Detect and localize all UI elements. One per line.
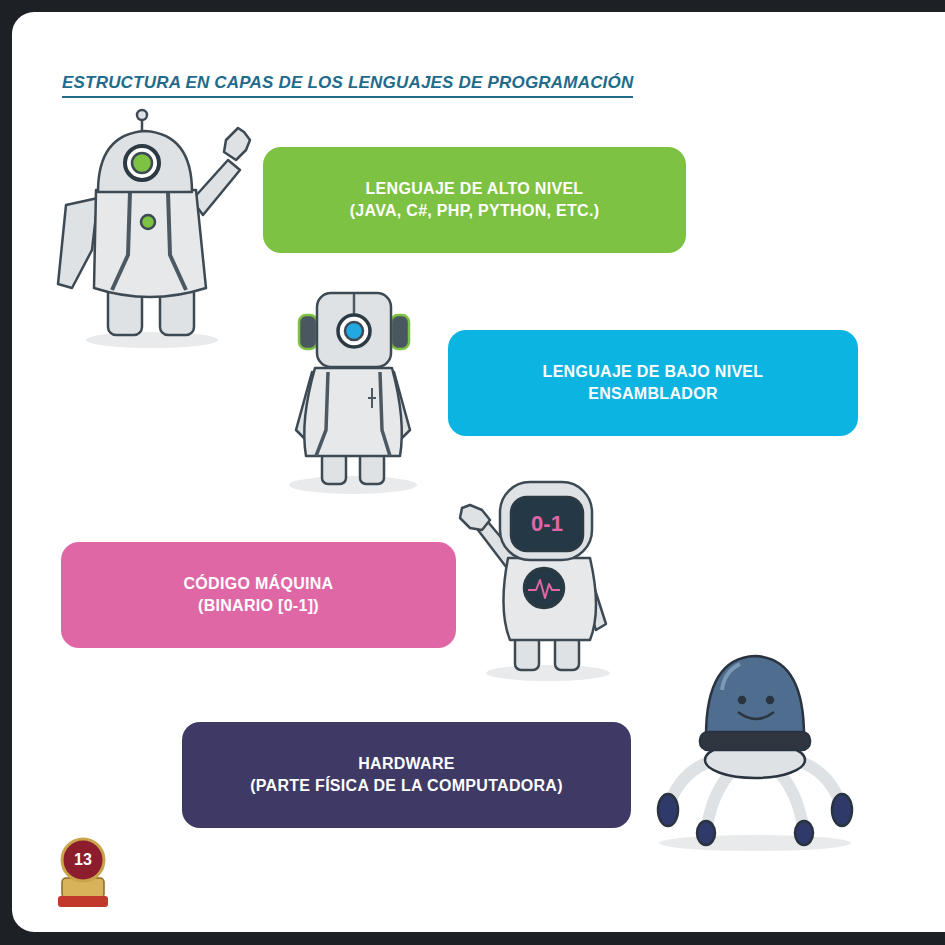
body-line <box>368 388 376 408</box>
robot-hardware <box>658 656 852 851</box>
layer-text: LENGUAJE DE BAJO NIVEL ENSAMBLADOR <box>543 361 764 404</box>
visor-label: 0-1 <box>531 511 563 537</box>
dome-shine <box>722 664 740 690</box>
headphone <box>391 315 409 349</box>
head-line <box>353 294 356 314</box>
helmet <box>500 482 592 560</box>
robot-low-level <box>289 293 417 494</box>
title: ESTRUCTURA EN CAPAS DE LOS LENGUAJES DE … <box>62 73 633 98</box>
foot <box>795 821 813 845</box>
arm <box>192 160 240 215</box>
text-line: ENSAMBLADOR <box>588 385 718 402</box>
body-line <box>112 192 186 290</box>
hand <box>224 128 250 160</box>
layer-text: CÓDIGO MÁQUINA (BINARIO [0-1]) <box>184 573 334 616</box>
chest-screen <box>524 568 564 608</box>
card <box>12 12 945 932</box>
layer-box: LENGUAJE DE BAJO NIVEL ENSAMBLADOR <box>448 330 858 436</box>
layer-text: LENGUAJE DE ALTO NIVEL (JAVA, C#, PHP, P… <box>350 178 600 221</box>
text-line: LENGUAJE DE BAJO NIVEL <box>543 363 764 380</box>
text-line: (JAVA, C#, PHP, PYTHON, ETC.) <box>350 202 600 219</box>
antenna-tip <box>137 110 147 120</box>
text-line: (BINARIO [0-1]) <box>198 597 319 614</box>
robot-high-level <box>58 110 250 348</box>
layer-box: LENGUAJE DE ALTO NIVEL (JAVA, C#, PHP, P… <box>263 147 686 253</box>
foot <box>658 794 678 826</box>
headphone <box>299 315 317 349</box>
hand <box>460 505 490 530</box>
layer-box: CÓDIGO MÁQUINA (BINARIO [0-1]) <box>61 542 456 648</box>
foot <box>832 794 852 826</box>
smile <box>738 712 774 719</box>
button <box>141 215 155 229</box>
pulse-line <box>528 580 560 598</box>
body <box>304 368 402 456</box>
head <box>317 293 391 367</box>
eye <box>739 697 745 703</box>
logo <box>58 839 108 907</box>
shadow <box>486 665 610 681</box>
foot <box>697 821 715 845</box>
eye <box>125 146 159 180</box>
text-line: (PARTE FÍSICA DE LA COMPUTADORA) <box>250 777 563 794</box>
robot-machine-code <box>460 482 610 681</box>
arm <box>58 198 98 288</box>
text-line: CÓDIGO MÁQUINA <box>184 575 334 592</box>
head <box>98 131 192 192</box>
dome <box>706 656 804 736</box>
text-line: LENGUAJE DE ALTO NIVEL <box>366 180 584 197</box>
layer-box: HARDWARE (PARTE FÍSICA DE LA COMPUTADORA… <box>182 722 631 828</box>
layer-text: HARDWARE (PARTE FÍSICA DE LA COMPUTADORA… <box>250 753 563 796</box>
logo-number: 13 <box>74 851 92 869</box>
logo-foot <box>58 896 108 907</box>
shadow <box>659 835 851 851</box>
eye <box>767 697 773 703</box>
text-line: HARDWARE <box>358 755 455 772</box>
band <box>700 732 810 750</box>
logo-badge <box>62 839 104 881</box>
shadow <box>86 332 218 348</box>
visor <box>511 497 583 551</box>
body <box>94 190 206 297</box>
eye <box>338 315 370 347</box>
pupil <box>132 153 152 173</box>
body <box>503 558 596 640</box>
shadow <box>289 476 417 494</box>
body-line <box>316 372 390 456</box>
pupil <box>345 322 363 340</box>
